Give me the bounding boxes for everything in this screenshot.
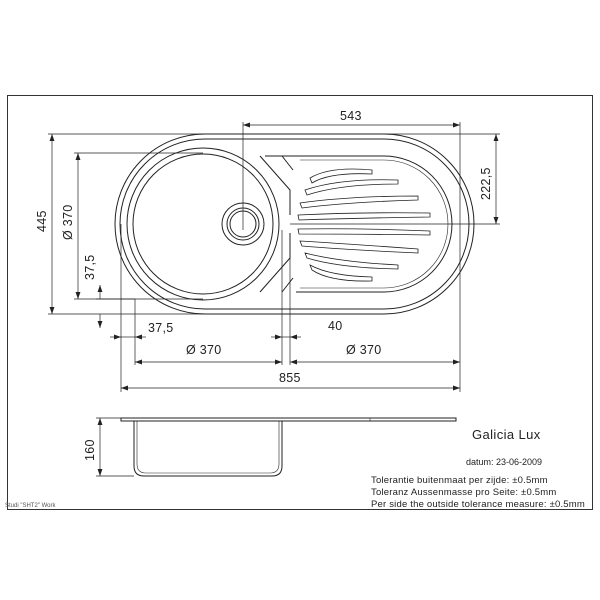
dim-543-label: 543 — [340, 109, 362, 123]
tolerance-german: Toleranz Aussenmasse pro Seite: ±0.5mm — [371, 487, 557, 498]
drawing-frame — [7, 95, 593, 510]
dim-370-drainer-horizontal-label: Ø 370 — [346, 343, 382, 357]
sink-outer-outline — [114, 133, 475, 315]
dim-370-vertical-label: Ø 370 — [61, 204, 75, 240]
footer-note: Studi "SHT2" Work — [5, 503, 56, 509]
dimension-lines — [48, 122, 500, 392]
drainer-grooves — [297, 168, 431, 282]
tolerance-english: Per side the outside tolerance measure: … — [371, 499, 586, 510]
dim-222-5-label: 222,5 — [479, 167, 493, 200]
dim-37-5-horizontal-label: 37,5 — [148, 321, 174, 335]
sink-side-view — [120, 417, 457, 477]
dim-445-label: 445 — [35, 210, 49, 232]
side-dimension-lines — [96, 417, 134, 477]
product-name: Galicia Lux — [472, 427, 541, 442]
bowl-inner — [132, 153, 274, 295]
tolerance-dutch: Tolerantie buitenmaat per zijde: ±0.5mm — [371, 475, 548, 486]
dim-370-bowl-horizontal-label: Ø 370 — [186, 343, 222, 357]
drawing-date: datum: 23-06-2009 — [466, 457, 543, 467]
dim-855-label: 855 — [279, 371, 301, 385]
dim-37-5-vertical-label: 37,5 — [83, 254, 97, 280]
dim-160-label: 160 — [83, 439, 97, 461]
bowl-rim — [126, 147, 280, 301]
sink-outer-outline-inner — [119, 138, 470, 310]
dim-40-label: 40 — [328, 319, 343, 333]
